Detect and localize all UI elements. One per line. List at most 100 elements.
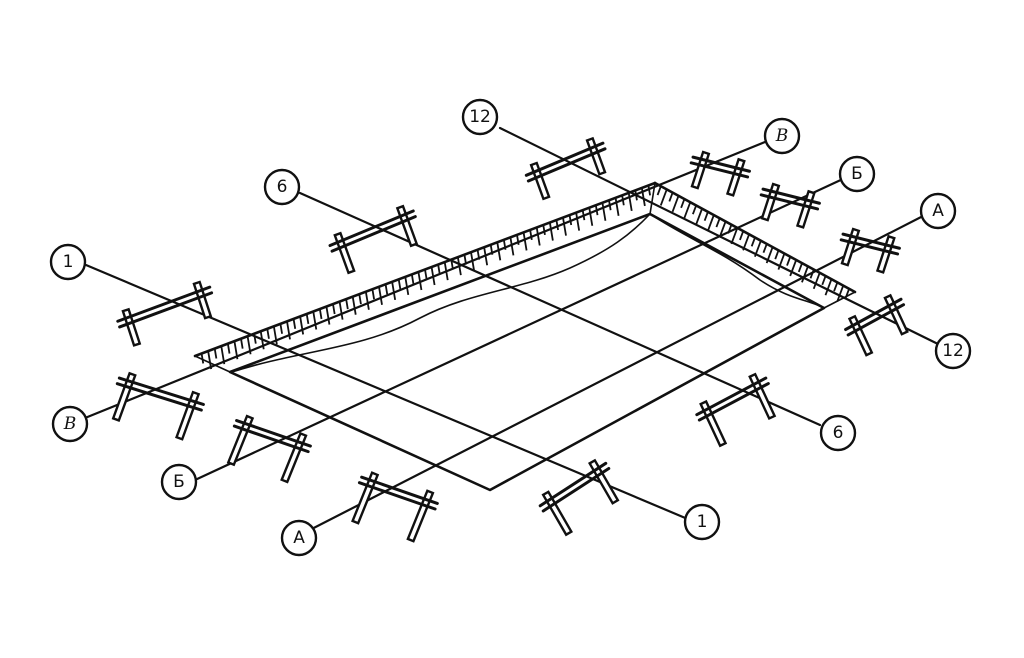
slope-hatch-tick [786, 256, 792, 266]
slope-hatch-tick [762, 243, 768, 254]
slope-hatch-tick [836, 285, 845, 302]
slope-hatch-tick [844, 288, 850, 298]
batter-board-axis-V-bottom [111, 371, 205, 441]
batter-board-post [111, 371, 137, 422]
slope-hatch-tick [397, 279, 402, 290]
slope-hatch-tick [200, 353, 205, 364]
batter-board-post [280, 431, 308, 484]
slope-toe-short [649, 213, 825, 309]
axis-line-B [193, 176, 847, 482]
slope-hatch-tick [496, 242, 502, 261]
slope-hatch-tick [266, 328, 270, 339]
slope-hatch-tick [522, 232, 528, 251]
batter-board-plank [761, 187, 821, 205]
slope-hatch-tick [801, 266, 809, 283]
slope-hatch-tick [824, 278, 833, 296]
batter-board-post [725, 157, 746, 197]
slope-hatch-tick [312, 311, 318, 330]
batter-board-post [541, 490, 573, 537]
pit-rim-front-right [823, 291, 856, 309]
slope-hatch-tick [318, 308, 323, 320]
batter-board-axis-V-top [689, 150, 751, 197]
slope-hatch-tick [286, 321, 291, 340]
batter-board-plank [360, 475, 439, 505]
batter-board-plank [118, 291, 214, 329]
batter-board-axis-6-bottom [695, 372, 777, 448]
slope-hatch-tick [750, 237, 756, 247]
batter-board-plank [117, 376, 205, 406]
slope-hatch-tick [542, 224, 546, 236]
batter-board-plank [697, 382, 770, 422]
slope-hatch-tick [410, 274, 415, 285]
slope-hatch-tick [529, 229, 533, 241]
axis-bubble-A-bottom: А [280, 519, 318, 557]
slope-hatch-tick [548, 222, 554, 241]
slope-hatch-tick [659, 189, 668, 206]
axis-bubble-1-top: 1 [49, 243, 87, 281]
slope-hatch-tick [424, 269, 428, 280]
axis-line-A [298, 213, 927, 537]
slope-hatch-tick [601, 202, 607, 221]
axis-bubble-A-top: А [919, 192, 957, 230]
axis-bubble-1-bottom: 1 [683, 503, 721, 541]
slope-hatch-tick [797, 262, 803, 273]
batter-board-plank [538, 461, 608, 508]
axis-label-B-top: Б [851, 164, 863, 184]
batter-board-plank [330, 215, 417, 253]
batter-board-plank [541, 467, 611, 513]
excavation-pit [193, 181, 857, 492]
axis-label-V-bottom: В [63, 414, 77, 434]
slope-hatch-tick [404, 276, 410, 296]
batter-board-plank [232, 424, 310, 454]
slope-hatch-tick [213, 348, 218, 359]
pit-bottom-outline [228, 212, 826, 492]
batter-board-post [406, 489, 435, 543]
axis-line-1 [84, 263, 692, 522]
slope-hatch-tick [305, 313, 310, 325]
batter-board-axis-12-bottom [844, 293, 909, 357]
slope-hatch-tick [703, 211, 709, 221]
slope-hatch-tick [391, 281, 397, 301]
slope-hatch-tick [437, 264, 441, 275]
batter-board-axis-A-bottom [351, 471, 439, 543]
batter-board-axis-1-bottom [538, 458, 620, 537]
batter-board-axis-1-top [116, 280, 214, 347]
slope-hatch-tick [325, 306, 331, 325]
axis-line-V [83, 138, 772, 420]
slope-hatch-tick [774, 250, 780, 260]
batter-board-axis-A-top [839, 227, 901, 274]
axis-label-12-bottom: 12 [942, 341, 964, 361]
slope-hatch-tick [833, 282, 839, 292]
slope-toe-long [231, 213, 651, 373]
axis-bubble-6-bottom: 6 [819, 414, 857, 452]
slope-hatch-tick [789, 259, 798, 277]
batter-board-plank [689, 161, 750, 179]
axis-label-12-top: 12 [469, 107, 491, 127]
slope-hatch-tick [647, 185, 651, 196]
slope-hatch-tick [562, 217, 567, 236]
slope-hatch-tick [378, 286, 383, 305]
axis-label-6-bottom: 6 [833, 423, 844, 443]
axis-label-6-top: 6 [277, 177, 288, 197]
axis-bubble-12-bottom: 12 [934, 332, 972, 370]
slope-hatch-tick [371, 289, 375, 300]
batter-board-plank [524, 141, 605, 177]
batter-board-plank [526, 147, 607, 183]
slope-hatch-tick [575, 212, 581, 231]
axis-bubble-B-top: Б [838, 155, 876, 193]
slope-hatch-tick [535, 227, 541, 246]
batter-board-post [175, 390, 201, 441]
axis-label-V-top: В [775, 126, 789, 146]
slope-hatch-tick [671, 195, 680, 213]
axis-label-1-top: 1 [63, 252, 74, 272]
slope-hatch-tick [739, 230, 745, 241]
slope-hatching-long [200, 185, 651, 370]
batter-board-plank [116, 285, 212, 323]
slope-hatch-tick [555, 219, 559, 231]
batter-board-post [875, 234, 896, 274]
slope-hatch-tick [668, 192, 674, 202]
slope-hatch-tick [338, 301, 344, 320]
batter-board-plank [841, 232, 901, 250]
batter-board-post [588, 458, 620, 505]
slope-hatch-tick [345, 299, 349, 310]
